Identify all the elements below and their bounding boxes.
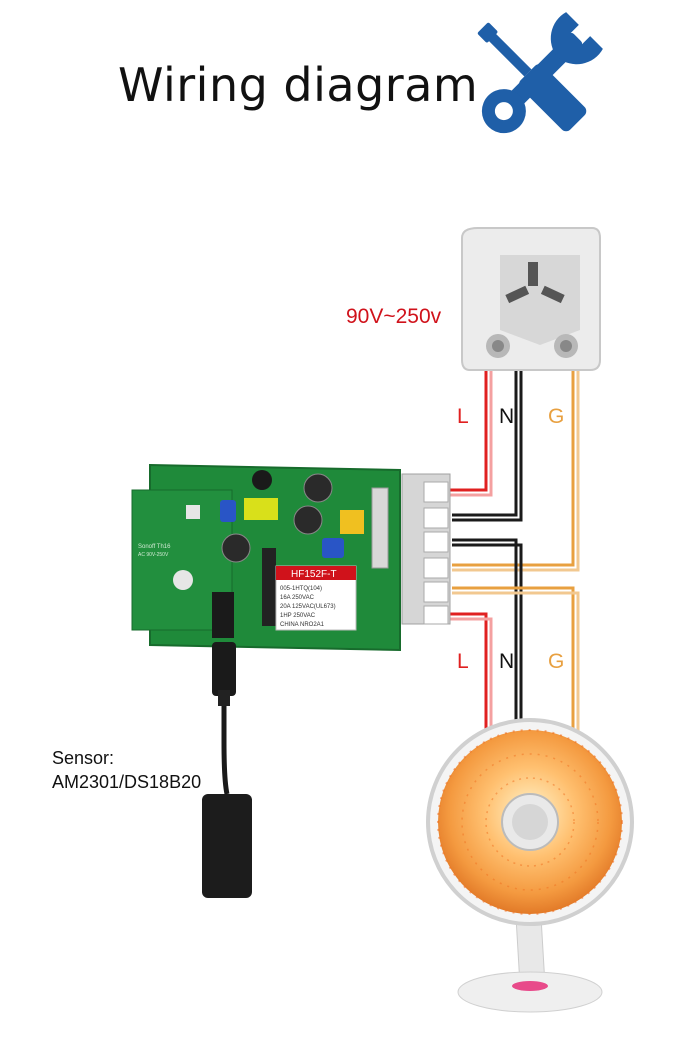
ground-label-bottom: G [548,650,565,673]
live-label-bottom: L [457,650,469,673]
board-label-2: AC 90V-250V [138,552,169,558]
sensor-heading: Sensor: [52,748,115,768]
relay-line3: 20A 125VAC(UL673) [280,604,336,610]
live-label-top: L [457,405,469,428]
relay-model: HF152F-T [291,569,337,580]
sensor-model: AM2301/DS18B20 [52,772,202,792]
ground-label-top: G [548,405,565,428]
neutral-label-top: N [499,405,515,428]
sensor-probe [202,642,252,898]
sensor-caption: Sensor: AM2301/DS18B20 [52,746,201,794]
tools-icon [477,12,603,134]
neutral-label-bottom: N [499,650,515,673]
supply-wires [450,368,580,572]
relay-line5: CHINA NRO2A1 [280,622,325,628]
relay-line1: 005-1HTQ(104) [280,586,322,592]
load-wires [450,538,580,732]
controller-board: HF152F-T 005-1HTQ(104) 16A 250VAC 20A 12… [131,463,451,652]
diagram-title: Wiring diagram [118,58,479,112]
power-plug [461,227,601,371]
space-heater [426,718,634,1013]
voltage-label: 90V~250v [346,305,442,328]
relay-line4: 1HP 250VAC [280,613,316,619]
relay-line2: 16A 250VAC [280,595,315,601]
board-label-1: Sonoff Th16 [138,544,171,550]
